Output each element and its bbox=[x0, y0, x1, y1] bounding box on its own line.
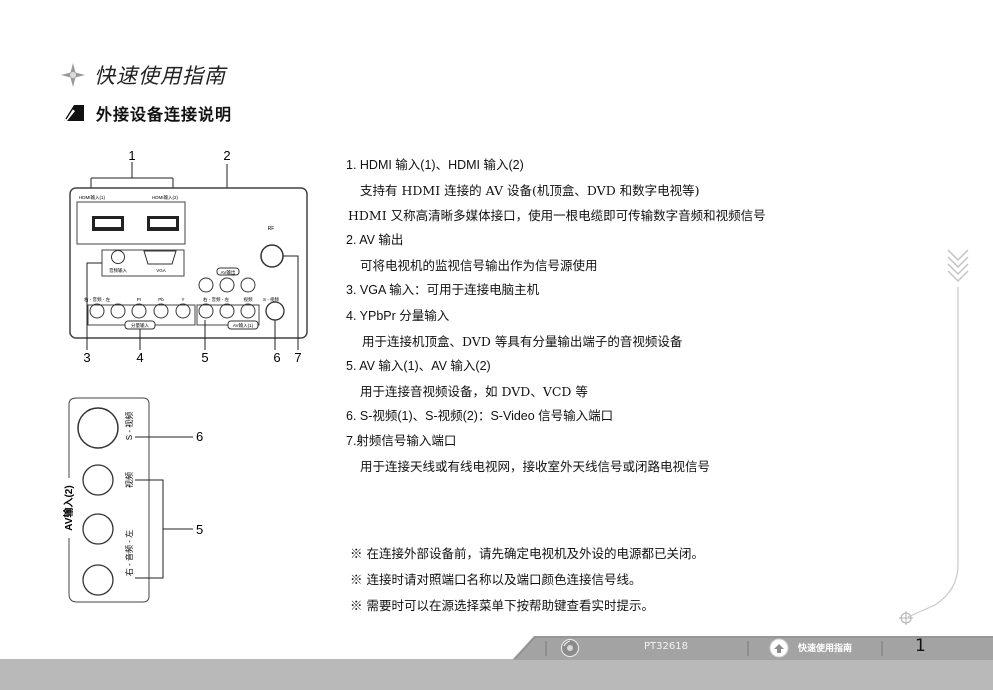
audio-in-port bbox=[111, 250, 125, 264]
sparkle-icon bbox=[61, 63, 85, 87]
component-pb-port bbox=[153, 303, 169, 319]
page-title-row: 快速使用指南 bbox=[60, 58, 226, 92]
desc-vga-heading: 3. VGA 输入：可用于连接电脑主机 bbox=[346, 283, 540, 298]
hand-icon bbox=[769, 638, 789, 658]
notes-list: ※ 在连接外部设备前，请先确定电视机及外设的电源都已关闭。 ※ 连接时请对照端口… bbox=[350, 541, 704, 619]
audio-in-label: 音频输入 bbox=[109, 267, 127, 274]
av-out-label: AV输出 bbox=[221, 269, 236, 276]
component-y-port bbox=[175, 303, 191, 319]
desc-av-out-heading: 2. AV 输出 bbox=[346, 233, 404, 248]
desc-av-out-text: 可将电视机的监视信号输出作为信号源使用 bbox=[360, 258, 598, 274]
callout-7: 7 bbox=[294, 350, 301, 365]
component-y-label: Y bbox=[181, 297, 184, 302]
vga-label: VGA bbox=[156, 268, 166, 273]
callout-3: 3 bbox=[83, 350, 90, 365]
av-group-label: AV输入(1) bbox=[233, 322, 254, 329]
side-panel-diagram: AV输入(2) S - 视频 视频 右 - 音频 - 左 6 5 bbox=[62, 397, 203, 603]
footer-guide: 快速使用指南 bbox=[798, 644, 853, 654]
rear-panel-diagram: 1 2 HDMI输入(1) HDMI输入(2) RF 音频输入 VGA AV输出… bbox=[69, 148, 308, 365]
hdmi2-label: HDMI输入(2) bbox=[152, 194, 178, 201]
desc-rf-text: 用于连接天线或有线电视网，接收室外天线信号或闭路电视信号 bbox=[360, 459, 711, 475]
crosshair-icon bbox=[899, 611, 913, 625]
av-audio-l-port bbox=[219, 303, 235, 319]
side-video-label: 视频 bbox=[124, 472, 134, 488]
side-svideo-port bbox=[77, 407, 119, 449]
component-audio-l-port bbox=[110, 303, 126, 319]
note-item: ※ 在连接外部设备前，请先确定电视机及外设的电源都已关闭。 bbox=[350, 546, 704, 561]
av-svideo-label: S - 视频 bbox=[263, 296, 280, 303]
callout-1: 1 bbox=[128, 148, 135, 163]
component-pr-port bbox=[131, 303, 147, 319]
av-audio-label: 右 - 音频 - 左 bbox=[203, 296, 229, 303]
section-title-row: 外接设备连接说明 bbox=[62, 100, 232, 126]
footer-bar bbox=[0, 659, 993, 690]
callout-5: 5 bbox=[201, 350, 208, 365]
av-audio-r-port bbox=[198, 303, 214, 319]
note-item: ※ 连接时请对照端口名称以及端口颜色连接信号线。 bbox=[350, 572, 642, 587]
side-panel-label: AV输入(2) bbox=[62, 485, 75, 530]
av-video-port bbox=[240, 303, 256, 319]
note-pen-icon bbox=[64, 105, 84, 121]
chevrons-down-icon bbox=[947, 249, 969, 283]
callout-2: 2 bbox=[223, 148, 230, 163]
section-title: 外接设备连接说明 bbox=[96, 105, 233, 124]
desc-hdmi-text-2: HDMI 又称高清晰多媒体接口，使用一根电缆即可传输数字音频和视频信号 bbox=[348, 208, 766, 224]
desc-rf-heading: 7.射频信号输入端口 bbox=[346, 434, 457, 449]
hdmi1-port bbox=[92, 216, 124, 231]
av-out-port-3 bbox=[240, 277, 256, 293]
description-list: 1. HDMI 输入(1)、HDMI 输入(2) 支持有 HDMI 连接的 AV… bbox=[346, 153, 906, 479]
side-audio-r-port bbox=[82, 564, 114, 596]
desc-hdmi-text-1: 支持有 HDMI 连接的 AV 设备(机顶盒、DVD 和数字电视等) bbox=[360, 183, 700, 199]
desc-ypbpr-text: 用于连接机顶盒、DVD 等具有分量输出端子的音视频设备 bbox=[362, 333, 683, 349]
page-number: 1 bbox=[915, 636, 926, 656]
callout-6: 6 bbox=[273, 350, 280, 365]
component-group-label: 分量输入 bbox=[131, 322, 149, 329]
component-audio-r-port bbox=[89, 303, 105, 319]
av-video-label: 视频 bbox=[244, 296, 253, 303]
component-pb-label: Pb bbox=[158, 297, 164, 302]
desc-svideo-heading: 6. S-视频(1)、S-视频(2)：S-Video 信号输入端口 bbox=[346, 408, 614, 423]
rf-label: RF bbox=[268, 226, 275, 232]
side-video-port bbox=[82, 464, 114, 496]
vga-port bbox=[143, 250, 177, 265]
footer-model: PT32618 bbox=[644, 641, 688, 652]
side-callout-5: 5 bbox=[196, 522, 203, 537]
callout-4: 4 bbox=[136, 350, 143, 365]
component-pr-label: Pr bbox=[137, 297, 142, 302]
hdmi1-label: HDMI输入(1) bbox=[79, 194, 105, 201]
side-callout-6: 6 bbox=[196, 429, 203, 444]
component-audio-label: 右 - 音频 - 左 bbox=[84, 296, 110, 303]
hdmi2-port bbox=[147, 216, 179, 231]
desc-av-in-text: 用于连接音视频设备，如 DVD、VCD 等 bbox=[360, 383, 588, 399]
side-audio-label: 右 - 音频 - 左 bbox=[124, 530, 134, 576]
side-audio-l-port bbox=[82, 513, 114, 545]
desc-ypbpr-heading: 4. YPbPr 分量输入 bbox=[346, 308, 450, 323]
av-out-port-2 bbox=[219, 277, 235, 293]
footer-tab bbox=[512, 636, 993, 660]
note-item: ※ 需要时可以在源选择菜单下按帮助键查看实时提示。 bbox=[350, 598, 654, 613]
desc-av-in-heading: 5. AV 输入(1)、AV 输入(2) bbox=[346, 358, 491, 373]
decorative-curve bbox=[899, 249, 969, 625]
page-title: 快速使用指南 bbox=[94, 64, 226, 88]
av-out-port-1 bbox=[198, 277, 214, 293]
desc-hdmi-heading: 1. HDMI 输入(1)、HDMI 输入(2) bbox=[346, 158, 524, 172]
side-svideo-label: S - 视频 bbox=[124, 412, 134, 440]
disc-icon bbox=[561, 639, 579, 657]
